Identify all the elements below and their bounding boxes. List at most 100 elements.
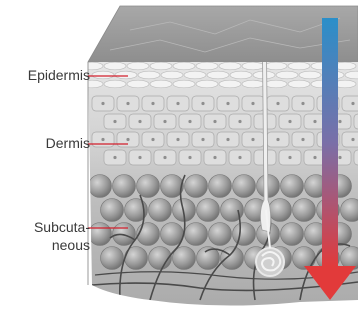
dermis-cell-nucleus xyxy=(176,102,179,105)
dermis-cell-nucleus xyxy=(288,120,291,123)
dermis-cell-nucleus xyxy=(251,102,254,105)
dermis-cell-nucleus xyxy=(313,156,316,159)
fat-globule xyxy=(89,175,112,198)
epidermis-cell xyxy=(219,62,241,70)
epidermis-cell xyxy=(150,80,172,88)
epidermis-cell xyxy=(207,71,229,79)
epidermis-cell xyxy=(104,62,126,70)
fat-globule xyxy=(137,175,160,198)
fat-globule xyxy=(233,175,256,198)
fat-globule xyxy=(197,199,220,222)
epidermis-cell xyxy=(276,71,298,79)
fat-globule xyxy=(281,223,304,246)
dermis-cell-nucleus xyxy=(338,156,341,159)
epidermis-cell xyxy=(299,71,321,79)
epidermis-cell xyxy=(138,71,160,79)
epidermis-cell xyxy=(150,62,172,70)
epidermis-cell xyxy=(230,71,252,79)
dermis-cell-nucleus xyxy=(126,138,129,141)
dermis-cell xyxy=(342,132,358,147)
dermis-cell-nucleus xyxy=(226,102,229,105)
epidermis-cell xyxy=(288,62,310,70)
dermis-cell-nucleus xyxy=(151,138,154,141)
epidermis-cells xyxy=(81,62,358,88)
epidermis-cell xyxy=(184,71,206,79)
dermis-cell-nucleus xyxy=(113,156,116,159)
dermis-cell-nucleus xyxy=(101,102,104,105)
dermis-cell xyxy=(342,96,358,111)
dermis-cell-nucleus xyxy=(301,102,304,105)
dermis-cell-nucleus xyxy=(338,120,341,123)
fat-globule xyxy=(113,223,136,246)
dermis-cell-nucleus xyxy=(113,120,116,123)
label-subcutaneous: Subcuta- neous xyxy=(2,218,90,254)
epidermis-cell xyxy=(196,80,218,88)
dermis-cell-nucleus xyxy=(163,156,166,159)
fat-globule xyxy=(269,199,292,222)
dermis-cell-nucleus xyxy=(163,120,166,123)
dermis-cell-nucleus xyxy=(213,156,216,159)
label-subcutaneous-line1: Subcuta- xyxy=(2,218,90,236)
epidermis-cell xyxy=(173,62,195,70)
fat-globule xyxy=(221,247,244,270)
dermis-cell-nucleus xyxy=(138,156,141,159)
dermis-cell-nucleus xyxy=(351,102,354,105)
dermis-cell-nucleus xyxy=(176,138,179,141)
fat-globule xyxy=(233,223,256,246)
epidermis-cell xyxy=(265,80,287,88)
fat-globule xyxy=(293,199,316,222)
label-dermis: Dermis xyxy=(2,134,90,152)
dermis-cell-nucleus xyxy=(151,102,154,105)
epidermis-cell xyxy=(92,71,114,79)
fat-globule xyxy=(101,247,124,270)
fat-globule xyxy=(149,199,172,222)
epidermis-cell xyxy=(173,80,195,88)
dermis-cell-nucleus xyxy=(188,156,191,159)
fat-globule xyxy=(137,223,160,246)
dermis-cell-nucleus xyxy=(288,156,291,159)
dermis-cell-nucleus xyxy=(276,102,279,105)
dermis-cell-nucleus xyxy=(101,138,104,141)
dermis-cell-nucleus xyxy=(201,102,204,105)
dermis-cell-nucleus xyxy=(213,120,216,123)
label-subcutaneous-line2: neous xyxy=(2,236,90,254)
dermis-cell-nucleus xyxy=(238,156,241,159)
dermis-cell-nucleus xyxy=(313,120,316,123)
epidermis-cell xyxy=(242,80,264,88)
dermis-cell-nucleus xyxy=(226,138,229,141)
dermis-cell-nucleus xyxy=(276,138,279,141)
fat-globule xyxy=(209,175,232,198)
dermis-cell xyxy=(354,114,358,129)
fat-globule xyxy=(101,199,124,222)
epidermis-cell xyxy=(127,62,149,70)
dermis-cell-nucleus xyxy=(251,138,254,141)
epidermis-cell xyxy=(196,62,218,70)
dermis-cell-nucleus xyxy=(126,102,129,105)
dermis-cell-nucleus xyxy=(201,138,204,141)
epidermis-cell xyxy=(265,62,287,70)
depth-arrow-shaft xyxy=(322,18,338,268)
epidermis-cell xyxy=(127,80,149,88)
dermis-cell-nucleus xyxy=(188,120,191,123)
epidermis-cell xyxy=(219,80,241,88)
fat-globule xyxy=(209,223,232,246)
dermis-cell xyxy=(354,150,358,165)
fat-globule xyxy=(89,223,112,246)
fat-globule xyxy=(113,175,136,198)
fat-globule xyxy=(185,175,208,198)
dermis-cell-nucleus xyxy=(138,120,141,123)
epidermis-cell xyxy=(161,71,183,79)
epidermis-cell xyxy=(104,80,126,88)
dermis-cell-nucleus xyxy=(238,120,241,123)
skin-surface xyxy=(88,6,358,62)
label-epidermis: Epidermis xyxy=(2,66,90,84)
fat-globule xyxy=(281,175,304,198)
fat-globule xyxy=(185,223,208,246)
dermis-cell-nucleus xyxy=(301,138,304,141)
epidermis-cell xyxy=(288,80,310,88)
epidermis-cell xyxy=(115,71,137,79)
dermis-cell-nucleus xyxy=(351,138,354,141)
epidermis-cell xyxy=(242,62,264,70)
